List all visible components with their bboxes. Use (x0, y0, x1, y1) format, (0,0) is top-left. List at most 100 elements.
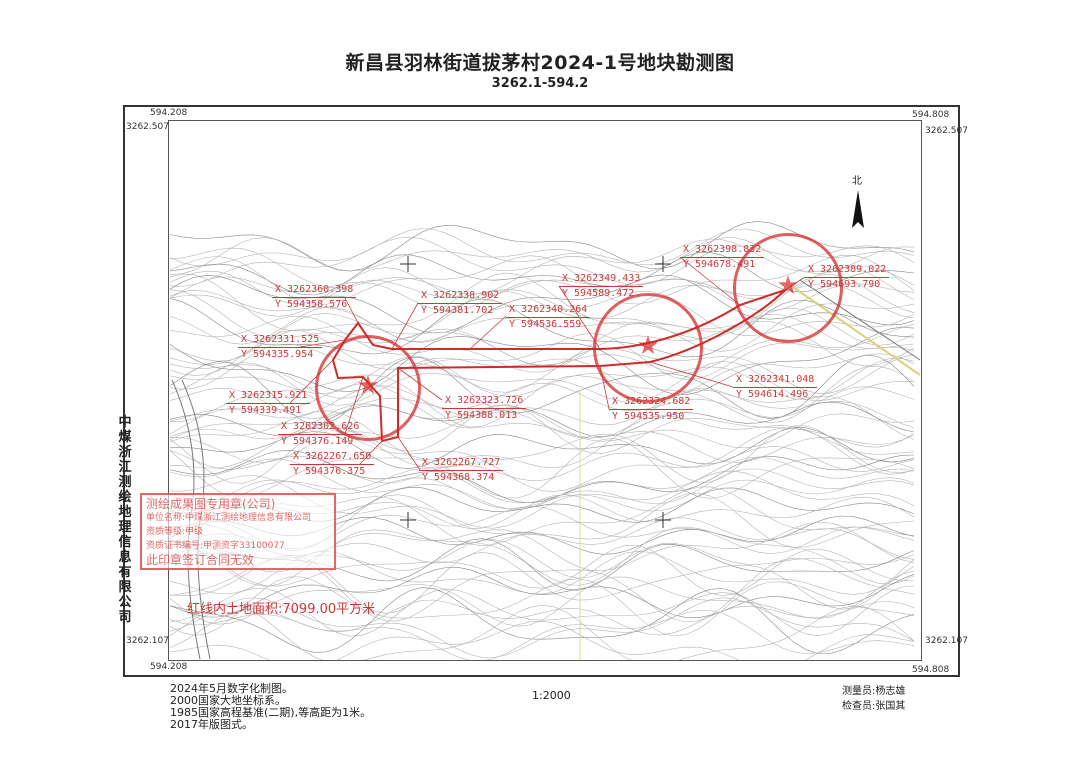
contour-line (169, 343, 915, 394)
contour-line (169, 587, 915, 654)
note-line: 2017年版图式。 (170, 718, 253, 731)
stamp-line: 资质证书编号:甲测资字33100077 (146, 541, 285, 551)
y-coordinate: Y 594536.559 (509, 319, 582, 330)
contour-line (169, 427, 915, 492)
note-line: 2000国家大地坐标系。 (170, 694, 286, 707)
y-coordinate: Y 594376.375 (293, 466, 366, 477)
note-line: 1985国家高程基准(二期),等高距为1米。 (170, 706, 372, 719)
stamp-line: 测绘成果图专用章(公司) (146, 497, 276, 511)
y-coordinate: Y 594589.472 (562, 288, 635, 299)
x-coordinate: X 3262315.921 (226, 389, 311, 404)
outer-frame (123, 105, 960, 677)
contour-line (169, 410, 915, 475)
stamp-line: 单位名称:中煤浙江测绘地理信息有限公司 (146, 513, 312, 523)
checker: 检查员:张国其 (842, 701, 906, 712)
contour-line (169, 468, 915, 512)
corner-tr-y: 3262.507 (925, 126, 968, 136)
x-coordinate: X 3262340.264 (506, 303, 591, 318)
contour-line (169, 383, 915, 440)
y-coordinate: Y 594693.790 (808, 279, 881, 290)
x-coordinate: X 3262267.727 (419, 456, 504, 471)
x-coordinate: X 3262324.682 (609, 395, 694, 410)
x-coordinate: X 3262302.626 (278, 420, 363, 435)
qualification-stamp: 测绘成果图专用章(公司) 单位名称:中煤浙江测绘地理信息有限公司 资质等级:甲级… (140, 493, 336, 570)
contour-line (169, 361, 915, 406)
x-coordinate: X 3262331.525 (238, 333, 323, 348)
y-coordinate: Y 594339.491 (229, 405, 302, 416)
company-name: 中煤浙江测绘地理信息有限公司 (118, 415, 132, 625)
contour-line (169, 608, 915, 660)
map-title: 新昌县羽林街道拔茅村2024-1号地块勘测图 (345, 52, 735, 74)
x-coordinate: X 3262349.433 (559, 272, 644, 287)
stamp-line: 资质等级:甲级 (146, 527, 204, 537)
contour-line (169, 576, 915, 637)
star-icon: ★ (636, 330, 660, 361)
contour-line (169, 221, 915, 272)
contour-line (169, 449, 915, 504)
x-coordinate: X 3262323.726 (442, 394, 527, 409)
contour-line (169, 456, 915, 510)
contour-line (169, 544, 915, 596)
grid-crosses (400, 256, 671, 528)
contour-line (169, 356, 915, 400)
scale: 1:2000 (532, 689, 571, 702)
inner-frame (168, 120, 922, 661)
north-label: 北 (852, 176, 862, 187)
contour-line (169, 567, 915, 619)
contour-line (169, 438, 915, 499)
north-arrow (852, 190, 864, 228)
contour-line (169, 477, 915, 512)
contour-line (169, 365, 915, 428)
contour-line (169, 427, 915, 469)
contour-line (169, 597, 915, 658)
contour-line (169, 425, 915, 484)
round-stamp-3: ★ (733, 233, 843, 343)
y-coordinate: Y 594388.013 (445, 410, 518, 421)
y-coordinate: Y 594381.702 (421, 305, 494, 316)
y-coordinate: Y 594358.576 (275, 299, 348, 310)
contour-line (169, 526, 915, 587)
contour-line (169, 326, 915, 396)
contour-line (169, 620, 915, 660)
contour-line (169, 353, 915, 399)
stamp-line: 此印章签订合同无效 (146, 553, 255, 567)
star-icon: ★ (776, 270, 800, 301)
x-coordinate: X 3262389.022 (805, 263, 890, 278)
notes: 2024年5月数字化制图。 2000国家大地坐标系。 1985国家高程基准(二期… (170, 683, 371, 731)
contour-line (169, 470, 915, 529)
contour-line (169, 329, 915, 380)
x-coordinate: X 3262341.048 (733, 373, 818, 388)
x-coordinate: X 3262398.832 (680, 243, 765, 258)
sheet-number: 3262.1-594.2 (491, 76, 589, 91)
contour-line (169, 604, 915, 660)
corner-br-y: 3262.107 (925, 636, 968, 646)
contour-line (169, 585, 915, 637)
x-coordinate: X 3262360.398 (272, 283, 357, 298)
corner-tr-x: 594.808 (912, 110, 950, 120)
x-coordinate: X 3262267.650 (290, 450, 375, 465)
y-coordinate: Y 594614.496 (736, 389, 809, 400)
y-coordinate: Y 594535.950 (612, 411, 685, 422)
contour-line (169, 385, 915, 428)
note-line: 2024年5月数字化制图。 (170, 682, 293, 695)
x-coordinate: X 3262338.902 (418, 289, 503, 304)
surveyor: 测量员:杨志雄 (842, 686, 906, 697)
contour-line (169, 446, 915, 484)
y-coordinate: Y 594678.491 (683, 259, 756, 270)
y-coordinate: Y 594335.954 (241, 349, 314, 360)
round-stamp-2: ★ (593, 293, 703, 403)
